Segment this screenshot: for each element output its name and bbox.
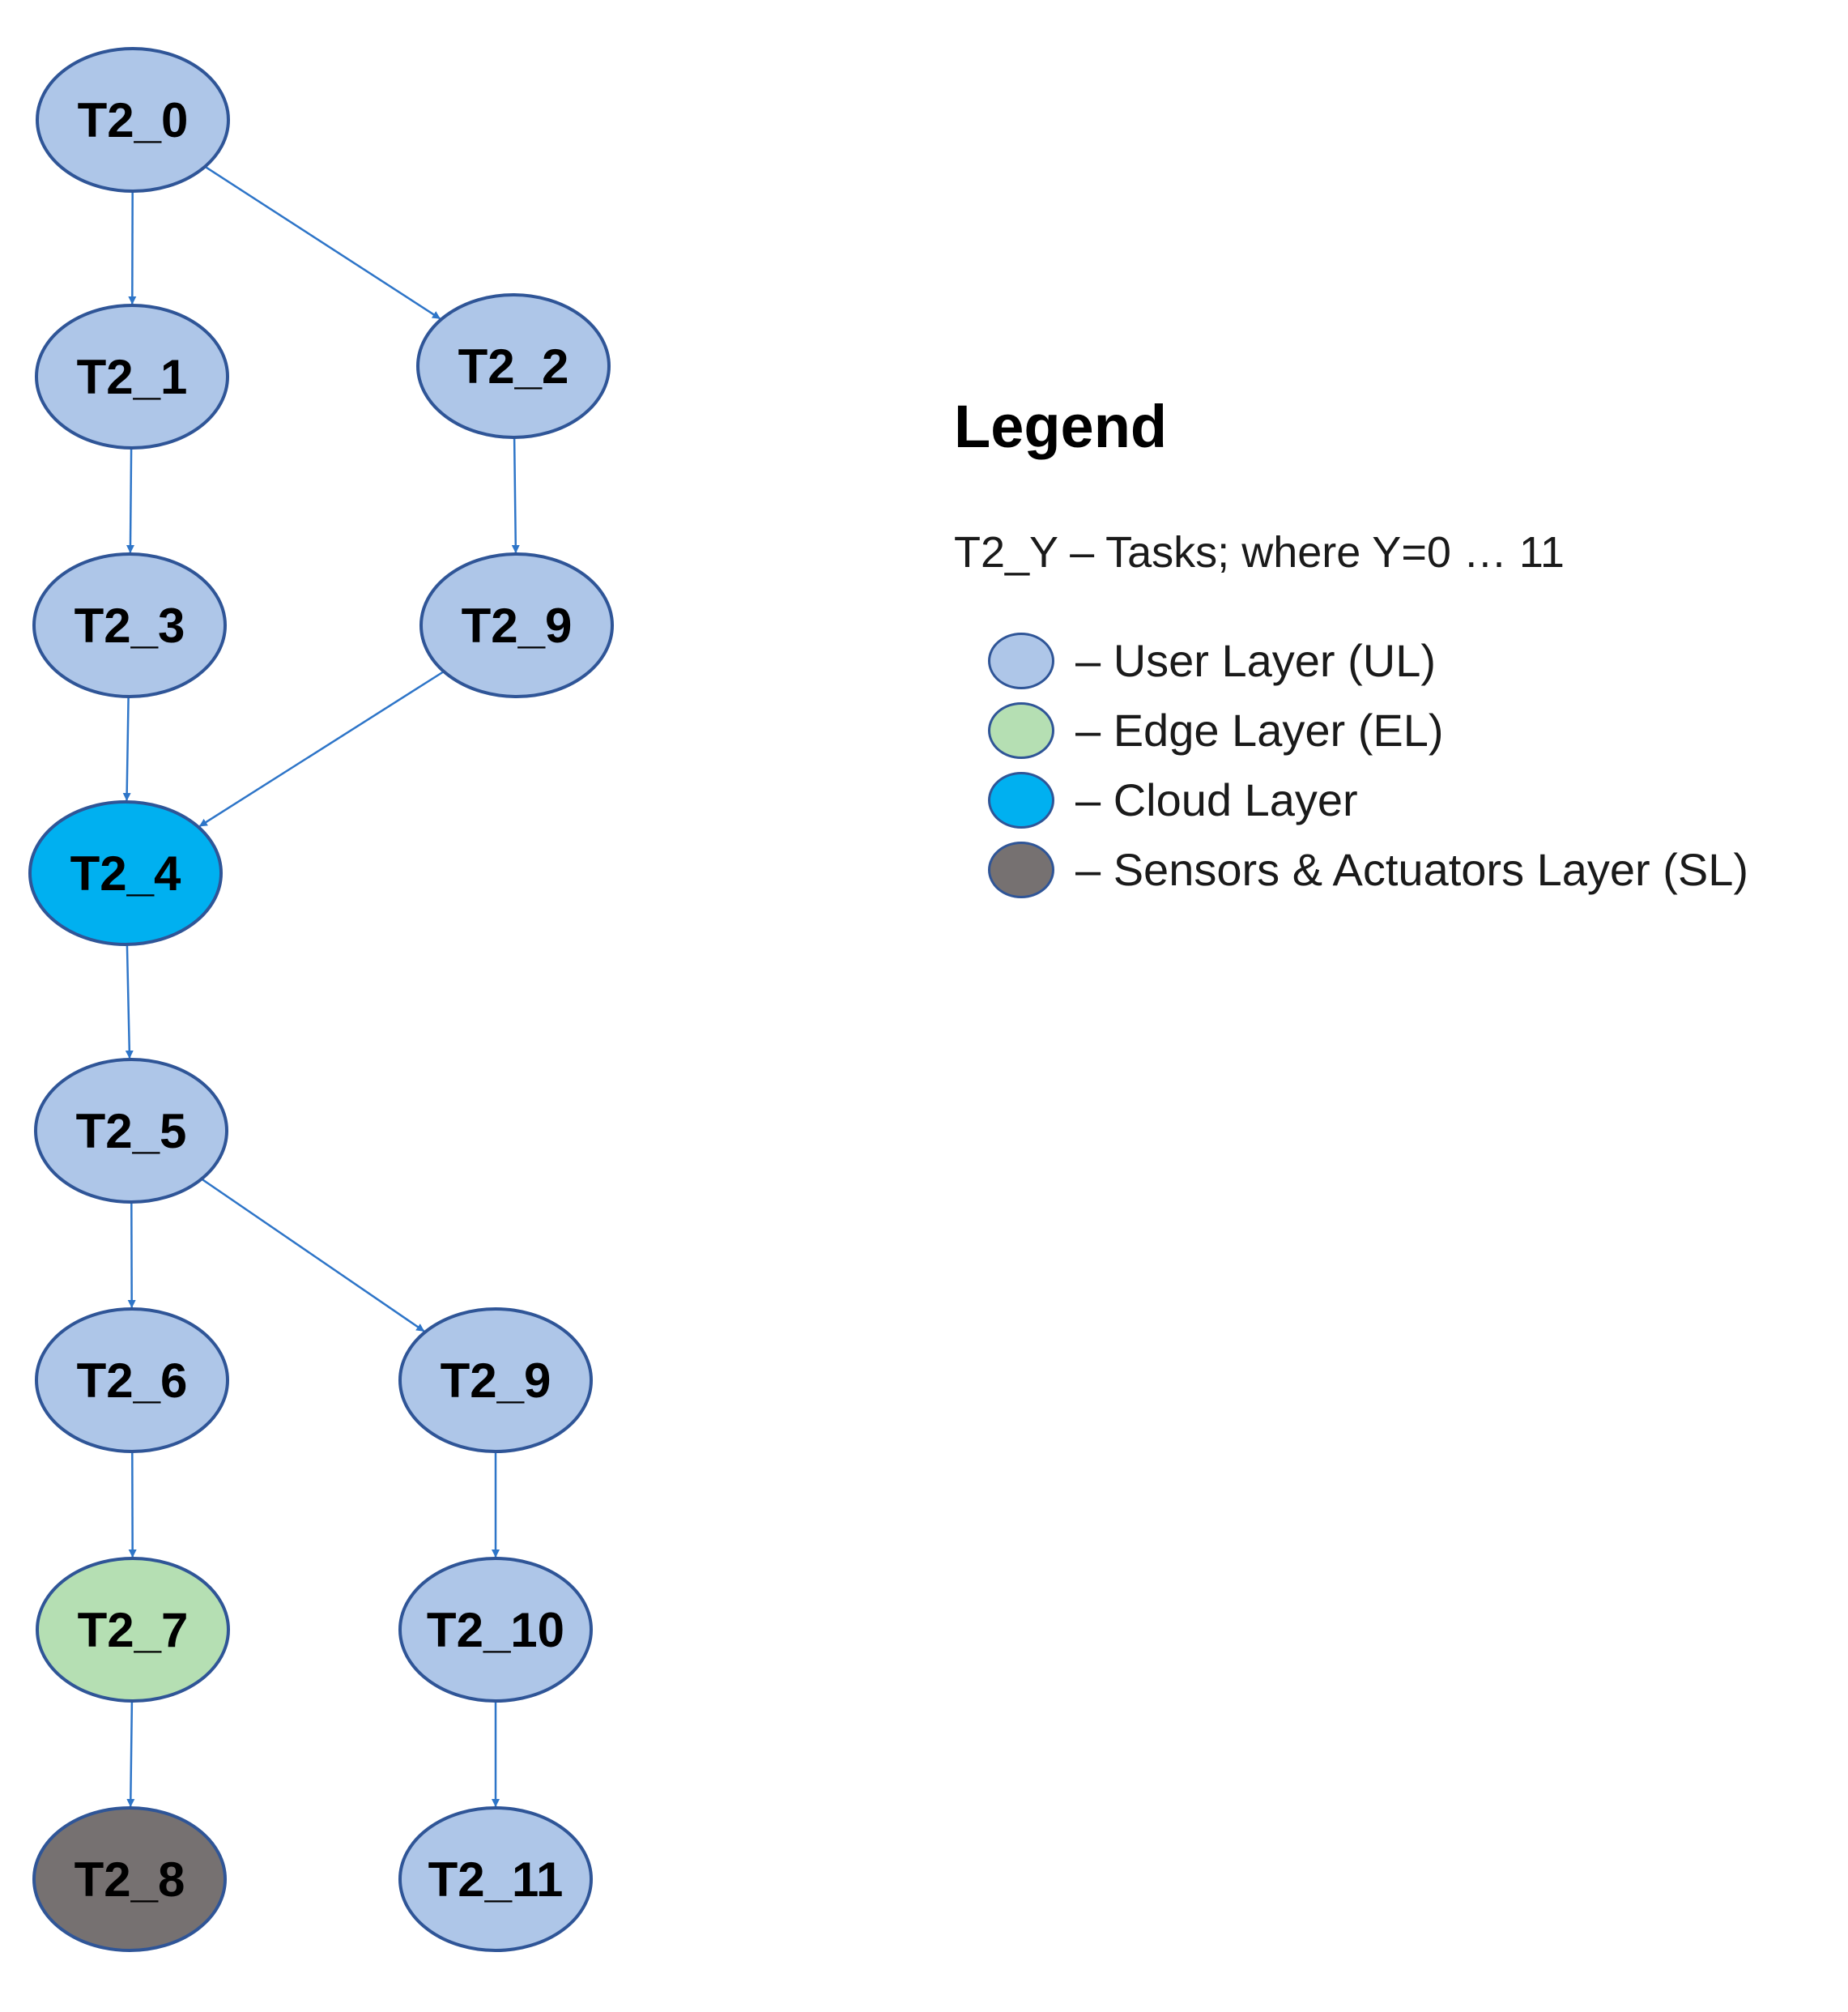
task-node-n11: T2_11 [398, 1806, 593, 1952]
task-node-n8: T2_8 [32, 1806, 227, 1952]
task-node-n0: T2_0 [36, 47, 230, 193]
legend-subtitle: T2_Y – Tasks; where Y=0 … 11 [954, 528, 1565, 577]
task-node-label: T2_5 [76, 1104, 187, 1158]
task-node-label: T2_9 [441, 1353, 551, 1408]
task-node-circle [416, 293, 611, 439]
task-node-circle [32, 1806, 227, 1952]
task-node-circle [398, 1307, 593, 1453]
user-layer-swatch-icon [988, 633, 1054, 689]
task-node-label: T2_1 [77, 350, 188, 404]
edge-arrow-n4-n5 [125, 944, 134, 1059]
task-node-circle [419, 552, 614, 698]
task-node-label: T2_0 [78, 93, 189, 147]
cloud-layer-swatch-icon [988, 772, 1054, 829]
legend-item-label: – User Layer (UL) [1075, 635, 1437, 686]
task-node-circle [35, 304, 229, 450]
task-node-label: T2_4 [70, 846, 181, 901]
task-node-n4: T2_4 [28, 800, 223, 946]
legend-item-edge-layer: – Edge Layer (EL) [988, 696, 1748, 765]
task-node-label: T2_11 [428, 1852, 564, 1907]
task-node-n10: T2_10 [398, 1557, 593, 1703]
task-node-circle [36, 47, 230, 193]
edge-arrow-n0-n2 [204, 165, 441, 320]
edge-arrow-n7-n8 [126, 1700, 135, 1807]
legend-item-label: – Edge Layer (EL) [1075, 705, 1444, 756]
task-node-label: T2_6 [77, 1353, 188, 1408]
edge-arrow-n1-n3 [126, 447, 134, 553]
task-node-circle [28, 800, 223, 946]
task-node-label: T2_7 [78, 1603, 189, 1657]
task-node-n7: T2_7 [36, 1557, 230, 1703]
task-node-circle [34, 1058, 228, 1204]
task-node-n5: T2_5 [34, 1058, 228, 1204]
legend-item-user-layer: – User Layer (UL) [988, 626, 1748, 696]
task-node-n9b: T2_9 [398, 1307, 593, 1453]
task-node-circle [36, 1557, 230, 1703]
task-node-label: T2_2 [458, 339, 569, 394]
task-node-circle [35, 1307, 229, 1453]
task-node-n1: T2_1 [35, 304, 229, 450]
task-node-label: T2_8 [75, 1852, 185, 1907]
task-node-circle [32, 552, 227, 698]
legend-item-sensors-layer: – Sensors & Actuators Layer (SL) [988, 835, 1748, 905]
task-node-circle [398, 1557, 593, 1703]
legend-title: Legend [954, 393, 1168, 460]
legend-item-label: – Cloud Layer [1075, 774, 1358, 825]
task-node-circle [398, 1806, 593, 1952]
task-node-n9a: T2_9 [419, 552, 614, 698]
legend-item-label: – Sensors & Actuators Layer (SL) [1075, 844, 1749, 895]
edge-arrow-n9a-n4 [198, 670, 445, 827]
task-node-label: T2_10 [427, 1603, 564, 1657]
legend-item-cloud-layer: – Cloud Layer [988, 765, 1748, 835]
legend-list: – User Layer (UL) – Edge Layer (EL) – Cl… [988, 626, 1748, 905]
task-node-label: T2_3 [75, 599, 185, 653]
task-node-label: T2_9 [462, 599, 573, 653]
edge-arrow-n5-n9b [201, 1178, 425, 1332]
edge-arrow-n2-n9a [511, 437, 520, 553]
task-node-n2: T2_2 [416, 293, 611, 439]
task-node-n6: T2_6 [35, 1307, 229, 1453]
edge-arrow-n3-n4 [122, 696, 131, 801]
edges [122, 165, 520, 1807]
task-node-n3: T2_3 [32, 552, 227, 698]
edge-layer-swatch-icon [988, 702, 1054, 759]
sensors-layer-swatch-icon [988, 842, 1054, 898]
